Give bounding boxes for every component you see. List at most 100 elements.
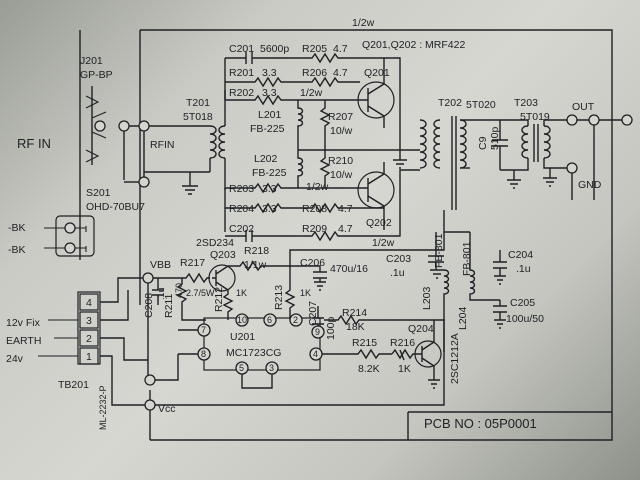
r205-value: 4.7 [333, 43, 348, 55]
tb201-pin-4-box [79, 293, 99, 311]
tb201-terminal-block: 4 3 2 1 12v Fix EARTH 24v TB201 ML-2232-… [6, 291, 108, 430]
r202-watt-note: 1/2w [300, 87, 323, 99]
t202-primary-coil [419, 119, 427, 169]
r216-value: 1K [398, 363, 411, 375]
r218-ref: R218 [244, 245, 269, 257]
tb201-pin3-wire [100, 290, 129, 321]
tb201-pin-3-label: 12v Fix [6, 317, 41, 329]
c203-value: .1u [390, 267, 405, 279]
ground-rail [147, 283, 179, 381]
t201-value: 5T018 [183, 111, 213, 123]
q201-collector-wire [380, 57, 420, 151]
r216-ref: R216 [390, 337, 415, 349]
vcc-label: Vcc [158, 403, 176, 415]
transistor-type-note: Q201,Q202 : MRF422 [362, 39, 465, 51]
tb201-pin-2-label: EARTH [6, 335, 41, 347]
u201-pin-7-label: 7 [201, 325, 206, 335]
l203-top-wire [443, 210, 470, 233]
t203-secondary-coil [543, 125, 551, 159]
tb201-leads [38, 319, 78, 357]
c202-capacitor [225, 230, 300, 242]
j201-terminal-b [118, 120, 130, 132]
u201-ref: U201 [230, 331, 255, 343]
t202-output-coil [459, 119, 467, 169]
t202-value: 5T020 [466, 99, 496, 111]
q201-ref: Q201 [364, 67, 390, 79]
t203-primary-coil [521, 125, 529, 159]
t201-ground-symbol [182, 172, 198, 195]
u201-pin-3-label: 3 [269, 363, 274, 373]
c205-value: 100u/50 [506, 313, 544, 325]
r209-ref: R209 [302, 223, 327, 235]
u201-pin-9-label: 9 [315, 327, 320, 337]
q202-transistor: Q202 [357, 162, 395, 230]
q204-type: 2SC1212A [449, 333, 461, 384]
u201-body [203, 317, 321, 371]
tb201-pin1-wire [100, 355, 150, 406]
s201-part: OHD-70BU7 [86, 201, 145, 213]
l204-value: FB-801 [461, 241, 473, 276]
c205-ground-symbol [494, 319, 506, 329]
r204-ref: R204 [229, 203, 254, 215]
supply-to-output-wire [289, 232, 445, 266]
t201-ref: T201 [186, 97, 210, 109]
j201-ref: J201 [80, 55, 103, 67]
l202-coil [297, 150, 304, 188]
r216-wiper [399, 349, 405, 361]
c203-symbol [428, 232, 444, 270]
u201-pin-10 [235, 313, 249, 327]
tb201-pin-3-box [79, 311, 99, 329]
j201-connector: J201 GP-BP [79, 30, 130, 260]
gnd-pad [566, 162, 578, 174]
c203-ref: C203 [386, 253, 411, 265]
r201-ref: R201 [229, 67, 254, 79]
q202-body [357, 171, 395, 209]
s201-contacts [75, 226, 87, 252]
r214-ref: R214 [342, 307, 367, 319]
q202-ref: Q202 [366, 217, 392, 229]
c201-ref: C201 [229, 43, 254, 55]
pcb-outline [140, 29, 613, 441]
q204-leads [372, 319, 435, 380]
r210-value: 10/w [330, 169, 353, 181]
t202-secondary-coil [433, 119, 441, 169]
q201-leads [367, 58, 385, 128]
c9-value: 510p [489, 126, 501, 150]
c208-ref: C208 [143, 293, 155, 318]
r205-resistor [300, 52, 380, 64]
t201-primary-coil [209, 125, 217, 159]
t201-secondary-coil [218, 125, 226, 159]
tb201-pin-2-box [79, 329, 99, 347]
q203-type: 2SD234 [196, 237, 234, 249]
t202-transformer: T202 5T020 [419, 97, 501, 210]
r216-resistor [391, 348, 418, 360]
r208-ref: R208 [302, 203, 327, 215]
c203-ground-symbol [430, 269, 444, 279]
r208-value: 4.7 [338, 203, 353, 215]
q203-body [208, 264, 236, 292]
l204-coil [469, 232, 500, 301]
r213-value: 1K [300, 288, 311, 298]
r201-resistor [225, 76, 300, 88]
l203-coil [443, 269, 450, 330]
j201-terminal-a [94, 120, 106, 132]
q204-ref: Q204 [408, 323, 434, 335]
r206-value: 4.7 [333, 67, 348, 79]
t202-ref: T202 [438, 97, 462, 109]
t203-ground-symbol [507, 170, 521, 189]
tb201-pin-3: 3 [86, 315, 92, 327]
vbb-label: VBB [150, 259, 171, 271]
vcc-pad [144, 399, 156, 411]
r211-resistor [176, 278, 206, 321]
r218-resistor [228, 260, 290, 272]
s201-pin-1 [64, 222, 76, 234]
l201-coil [297, 100, 304, 150]
r206-ref: R206 [302, 67, 327, 79]
tb201-pin-4: 4 [86, 297, 92, 309]
pcb-number: PCB NO : 05P0001 [424, 416, 537, 431]
r209-value: 4.7 [338, 223, 353, 235]
c204-symbol [493, 250, 507, 276]
gnd-label: GND [578, 179, 602, 191]
u201-value: MC1723CG [226, 347, 281, 359]
